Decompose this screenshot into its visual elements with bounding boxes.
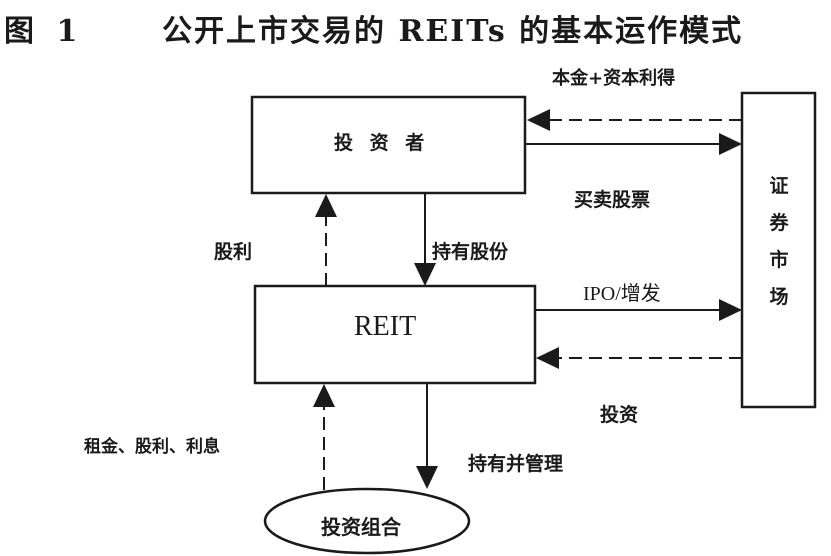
edge-market-to-investor-arrowhead — [527, 109, 550, 131]
securities-market-char: 场 — [769, 286, 789, 308]
edge-label-reit-to-portfolio: 持有并管理 — [468, 453, 564, 475]
securities-market-char: 券 — [769, 212, 789, 234]
edge-investor-to-market-arrowhead — [719, 133, 742, 155]
securities-market-label: 证 券 市 场 — [767, 168, 791, 316]
edge-market-to-reit-arrowhead — [536, 347, 559, 369]
edge-label-market-to-investor: 本金+资本利得 — [552, 68, 676, 89]
edge-label-investor-to-market: 买卖股票 — [574, 189, 651, 211]
edge-label-portfolio-to-reit: 租金、股利、利息 — [84, 437, 220, 457]
figure-title: 公开上市交易的 REITs 的基本运作模式 — [162, 14, 744, 49]
edge-reit-to-investor-arrowhead — [315, 194, 337, 217]
edge-portfolio-to-reit-arrowhead — [313, 384, 335, 407]
edge-label-investor-to-reit: 持有股份 — [432, 241, 509, 263]
reit-label: REIT — [354, 311, 417, 342]
edge-label-reit-to-investor: 股利 — [214, 241, 253, 263]
edge-label-reit-to-market: IPO/增发 — [583, 283, 661, 305]
securities-market-box — [740, 91, 817, 409]
reit-box — [253, 284, 537, 385]
figure-label: 图 1 — [4, 14, 84, 49]
portfolio-label: 投资组合 — [321, 515, 401, 539]
edge-reit-to-portfolio-arrowhead — [416, 466, 438, 489]
securities-market-char: 证 — [769, 175, 789, 197]
securities-market-char: 市 — [769, 249, 789, 271]
edge-label-market-to-reit: 投资 — [600, 404, 639, 426]
investor-label: 投 资 者 — [334, 132, 430, 154]
portfolio-ellipse — [263, 487, 471, 555]
edge-reit-to-market-arrowhead — [719, 299, 742, 321]
investor-box — [250, 95, 527, 195]
edge-investor-to-reit-arrowhead — [414, 263, 436, 286]
